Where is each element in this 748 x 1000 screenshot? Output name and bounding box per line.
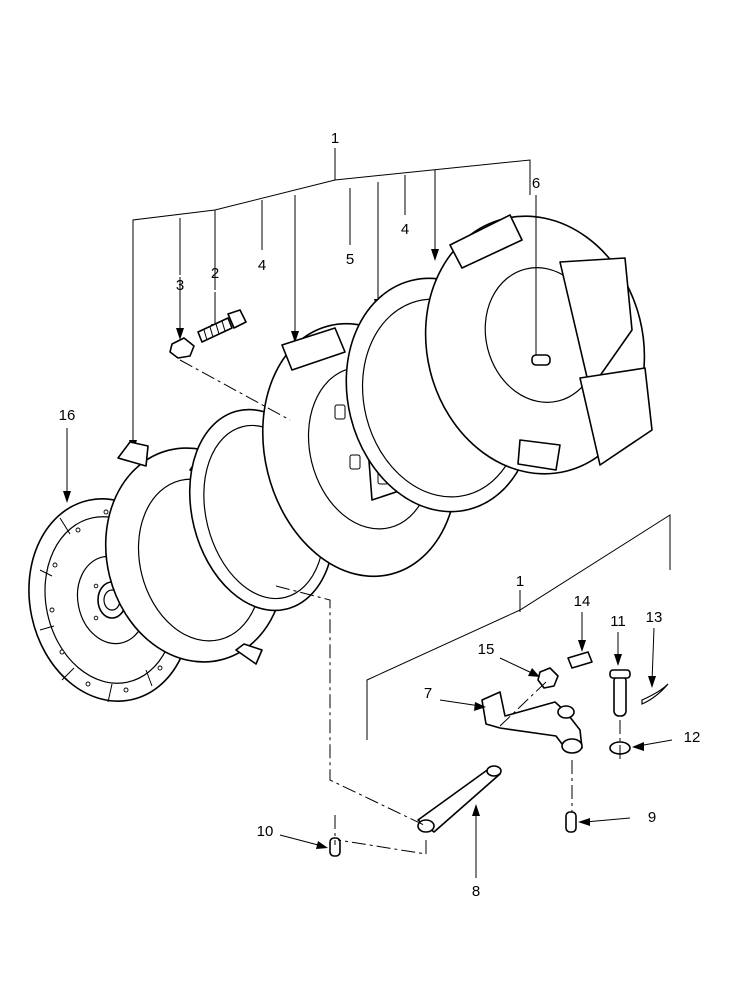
callout-labels: 1 1 2 3 4 4 5 6 7 8 9 10 11 12 13 14 15 … [59,130,701,900]
callout-4-left: 4 [258,257,266,274]
callout-5: 5 [346,251,354,268]
callout-6: 6 [532,175,540,192]
dowel-pin [531,195,551,366]
clutch-cover [424,214,653,475]
callout-leaders [63,428,673,878]
callout-13: 13 [646,609,663,626]
callout-9: 9 [648,809,656,826]
callout-15: 15 [478,641,495,658]
callout-7: 7 [424,685,432,702]
callout-11: 11 [610,613,626,630]
callout-1-top: 1 [331,130,339,147]
callout-14: 14 [574,593,591,610]
bracket-item-1-lower [366,514,671,740]
release-lever-linkage [275,585,669,857]
callout-10: 10 [257,823,274,840]
callout-4-right: 4 [401,221,409,238]
callout-3: 3 [176,277,184,294]
callout-12: 12 [684,729,701,746]
callout-8: 8 [472,883,480,900]
callout-2: 2 [211,265,219,282]
callout-16: 16 [59,407,76,424]
bolt [197,292,247,343]
nut [169,277,291,421]
callout-1-lower: 1 [516,573,524,590]
